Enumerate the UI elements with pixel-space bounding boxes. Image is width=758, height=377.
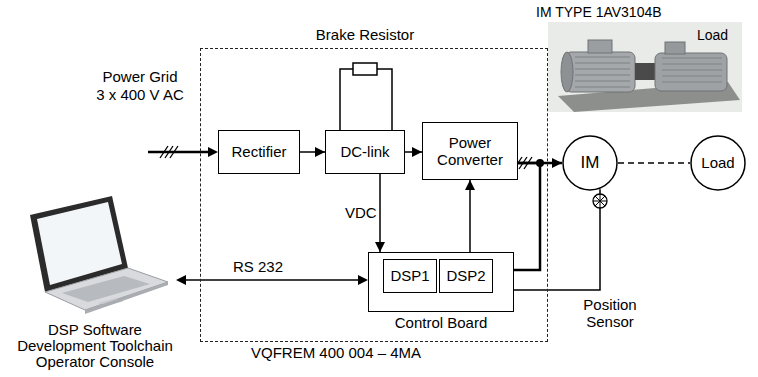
laptop-edge	[85, 282, 168, 314]
three-phase-marks	[160, 146, 178, 158]
sensor-label: Position Sensor	[572, 296, 648, 331]
laptop-keyboard	[62, 276, 150, 302]
connector	[465, 180, 475, 252]
brake-wire	[340, 69, 392, 130]
supply-label: 3 x 400 V AC	[90, 86, 190, 103]
sensor-cross	[593, 194, 607, 208]
process-box: Rectifier	[218, 130, 300, 174]
circle-shape	[563, 136, 617, 190]
serial-link	[184, 279, 360, 281]
position-sensor-symbol	[593, 194, 607, 208]
motor-end-cap	[561, 52, 573, 92]
node-text: DSP2	[446, 267, 485, 284]
connector-line	[618, 162, 690, 164]
connector	[514, 189, 600, 290]
arrow-head	[176, 275, 186, 285]
motor-circle: IM	[562, 135, 618, 191]
node-text: VQFREM 400 004 – 4MA	[251, 344, 421, 361]
system-enclosure: VQFREM 400 004 – 4MARectifierDC-linkPowe…	[200, 48, 548, 342]
load-terminal-box	[665, 42, 685, 54]
arrow-head	[358, 275, 368, 285]
component-label: Brake Resistor	[315, 26, 415, 43]
node-text: DSP1	[390, 267, 429, 284]
photo-caption: IM TYPE 1AV3104B	[536, 4, 686, 20]
process-box: DC-link	[325, 130, 405, 174]
photo-background	[548, 22, 742, 112]
laptop-screen	[37, 202, 122, 285]
motor-body	[565, 52, 635, 92]
node-text: IM	[581, 153, 600, 173]
connector	[618, 163, 690, 164]
arrow-head	[412, 147, 422, 157]
supply-label: Power Grid	[90, 68, 190, 85]
arrow-head	[552, 158, 562, 168]
signal-label: VDC	[343, 204, 379, 221]
connector-line	[514, 189, 600, 290]
junction-dot	[536, 159, 544, 167]
photo-label: Load	[697, 27, 737, 43]
node-text: Rectifier	[231, 143, 286, 160]
process-box: Power Converter	[422, 122, 518, 180]
arrow-head	[315, 147, 325, 157]
signal-label: RS 232	[228, 258, 288, 275]
terminal-box	[588, 40, 612, 53]
resistor-symbol	[353, 63, 377, 75]
load-circle: Load	[690, 135, 746, 191]
coupling	[635, 63, 655, 80]
connector	[300, 147, 325, 157]
dsp-chip: DSP2	[439, 259, 493, 293]
dsp-chip: DSP1	[383, 259, 437, 293]
node-text: DC-link	[340, 143, 389, 160]
arrow-head	[465, 180, 475, 190]
connector	[405, 147, 422, 157]
arrow-head	[208, 147, 218, 157]
node-text: Power Converter	[423, 134, 517, 169]
connector-line	[379, 174, 381, 252]
control-board: Control BoardDSP1DSP2	[368, 252, 514, 312]
circle-shape	[691, 136, 745, 190]
connector-line	[469, 180, 471, 252]
load-motor-fins	[662, 58, 722, 82]
console-label: DSP Software Development Toolchain Opera…	[10, 322, 180, 370]
node-text: Control Board	[369, 314, 513, 331]
arrow-head	[375, 242, 385, 252]
node-text: Load	[701, 154, 734, 171]
load-motor-body	[655, 53, 727, 91]
motor-fins	[575, 57, 630, 87]
